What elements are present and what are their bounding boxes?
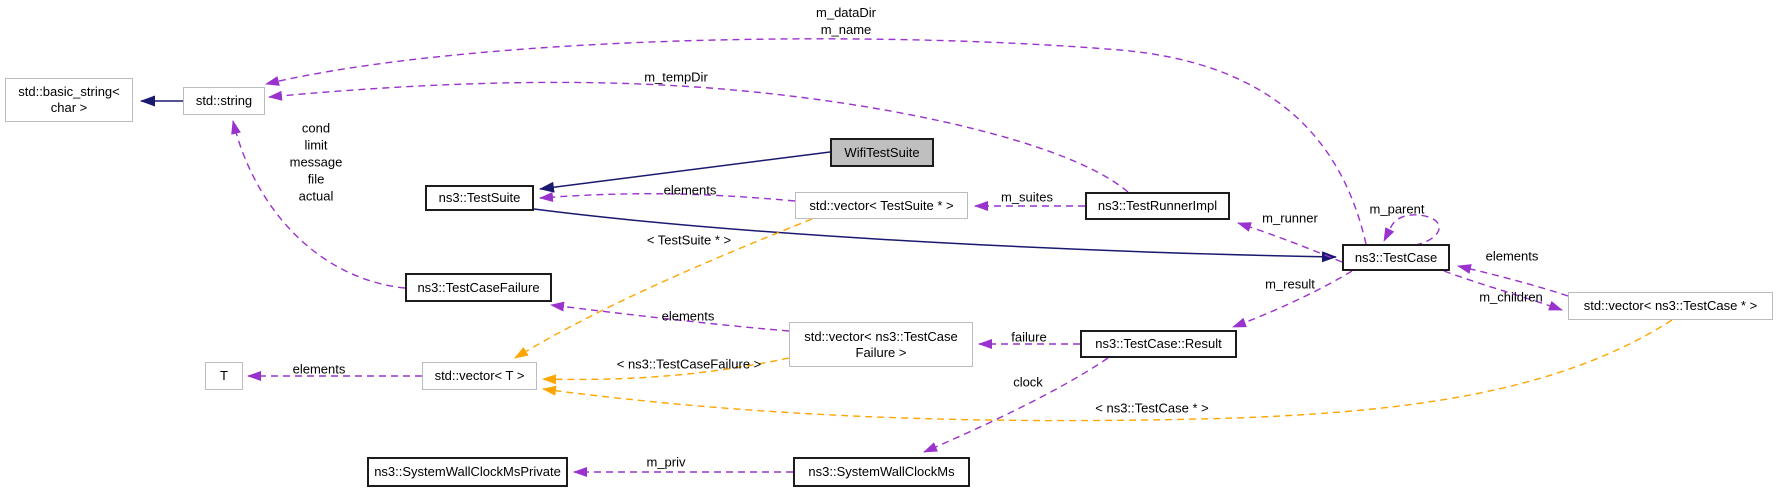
edge-label-line: m_result (1265, 276, 1315, 292)
node-ns3-testcase[interactable]: ns3::TestCase (1342, 244, 1450, 271)
node-label: ns3::TestSuite (438, 190, 521, 205)
edge-label-line: m_tempDir (644, 69, 708, 85)
edge-label-line: actual (298, 188, 334, 204)
node-std-vector-testsuite[interactable]: std::vector< TestSuite * > (795, 192, 968, 219)
edge-template-testcasefailure (542, 357, 790, 385)
edge-label-line: < ns3::TestCaseFailure > (616, 356, 762, 372)
node-label: std::vector< ns3::TestCase * > (1583, 298, 1758, 313)
node-label: std::vector< TestSuite * > (809, 197, 954, 213)
edge-label-line: m_children (1479, 289, 1543, 305)
edge-label-line: elements (661, 308, 715, 324)
edge-m-result (1232, 270, 1353, 328)
edge-failure-string-members (231, 120, 406, 289)
edge-label-template-testsuite-ptr: < TestSuite * > (647, 232, 731, 249)
edge-m-datadir-m-name (265, 38, 1367, 245)
node-ns3-testcase-result[interactable]: ns3::TestCase::Result (1080, 330, 1237, 358)
edge-label-line: m_suites (1000, 189, 1054, 205)
node-label: ns3::TestCase (1354, 249, 1438, 265)
node-ns3-systemwallclockmsprivate[interactable]: ns3::SystemWallClockMsPrivate (367, 457, 568, 487)
node-label: WifiTestSuite (844, 144, 920, 160)
node-label: std::vector< ns3::TestCase (804, 328, 958, 344)
edge-label-template-testcasefailure: < ns3::TestCaseFailure > (617, 356, 762, 373)
node-t[interactable]: T (205, 362, 243, 390)
edge-label-m-suites: m_suites (1001, 189, 1053, 206)
edge-label-line: m_name (820, 22, 872, 37)
edge-label-m-datadir-m-name: m_dataDir m_name (816, 4, 876, 38)
node-label: std::string (195, 93, 253, 108)
edge-label-line: m_runner (1262, 210, 1318, 226)
node-std-vector-testcase[interactable]: std::vector< ns3::TestCase * > (1568, 292, 1773, 320)
node-label: ns3::TestCase::Result (1095, 336, 1222, 351)
node-label: ns3::TestCaseFailure (417, 279, 540, 295)
node-label: ns3::TestRunnerImpl (1097, 198, 1218, 213)
edge-label-line: m_priv (646, 454, 686, 470)
edge-label-line: message (289, 154, 343, 170)
edge-label-m-runner: m_runner (1262, 210, 1318, 227)
edge-label-elements-to-testcasefailure: elements (662, 308, 715, 325)
node-std-basic-string[interactable]: std::basic_string<char > (5, 78, 133, 122)
node-label: T (220, 368, 228, 383)
edge-label-line: cond (301, 120, 331, 136)
edge-label-elements-to-testsuite: elements (664, 182, 717, 199)
edge-clock (923, 357, 1109, 453)
edge-wifitestsuite-to-testsuite (539, 151, 831, 193)
node-ns3-systemwallclockms[interactable]: ns3::SystemWallClockMs (793, 457, 970, 487)
edge-label-line: m_parent (1369, 201, 1425, 217)
edge-m-children (1443, 270, 1563, 311)
edge-m-runner (1237, 222, 1343, 263)
edge-m-parent (1383, 214, 1440, 246)
edge-label-line: failure (1011, 329, 1047, 345)
edge-label-m-tempdir: m_tempDir (644, 69, 708, 86)
node-wifitestsuite[interactable]: WifiTestSuite (830, 138, 934, 167)
edge-elements-to-testcasefailure (550, 301, 790, 332)
edge-label-m-priv: m_priv (646, 454, 685, 471)
node-std-string[interactable]: std::string (183, 87, 265, 115)
node-ns3-testrunnerimpl[interactable]: ns3::TestRunnerImpl (1085, 192, 1230, 220)
edge-label-elements-to-t: elements (293, 361, 346, 378)
edge-testsuite-to-testcase (533, 208, 1337, 263)
edge-template-testcase-ptr (542, 319, 1673, 422)
edge-m-tempdir (268, 81, 1129, 193)
edge-label-line: clock (1013, 374, 1043, 390)
edge-label-line: < TestSuite * > (646, 232, 732, 248)
edge-label-elements-to-testcase: elements (1486, 248, 1539, 265)
edge-label-m-parent: m_parent (1370, 201, 1425, 218)
node-label: char > (50, 100, 88, 115)
node-label: ns3::SystemWallClockMsPrivate (374, 464, 561, 479)
edge-label-line: m_dataDir (816, 5, 876, 20)
node-ns3-testsuite[interactable]: ns3::TestSuite (425, 185, 534, 211)
edge-label-line: file (307, 171, 325, 187)
edge-label-line: limit (304, 137, 328, 153)
edge-label-failure: failure (1011, 329, 1046, 346)
edge-label-m-children: m_children (1479, 289, 1543, 306)
edge-label-line: elements (663, 182, 717, 198)
edge-label-line: elements (1485, 248, 1539, 264)
node-label: Failure > (855, 344, 907, 360)
edge-elements-to-testsuite (539, 192, 796, 203)
edge-label-template-testcase-ptr: < ns3::TestCase * > (1095, 400, 1208, 417)
node-label: ns3::SystemWallClockMs (808, 464, 955, 479)
node-label: std::basic_string< (18, 84, 120, 99)
node-ns3-testcasefailure[interactable]: ns3::TestCaseFailure (405, 273, 552, 302)
edge-elements-to-testcase (1457, 264, 1569, 297)
edge-label-clock: clock (1013, 374, 1043, 391)
edge-label-m-result: m_result (1265, 276, 1315, 293)
edge-label-line: < ns3::TestCase * > (1095, 400, 1209, 416)
node-std-vector-t[interactable]: std::vector< T > (422, 362, 537, 390)
edge-label-line: elements (292, 361, 346, 377)
node-label: std::vector< T > (434, 368, 525, 383)
